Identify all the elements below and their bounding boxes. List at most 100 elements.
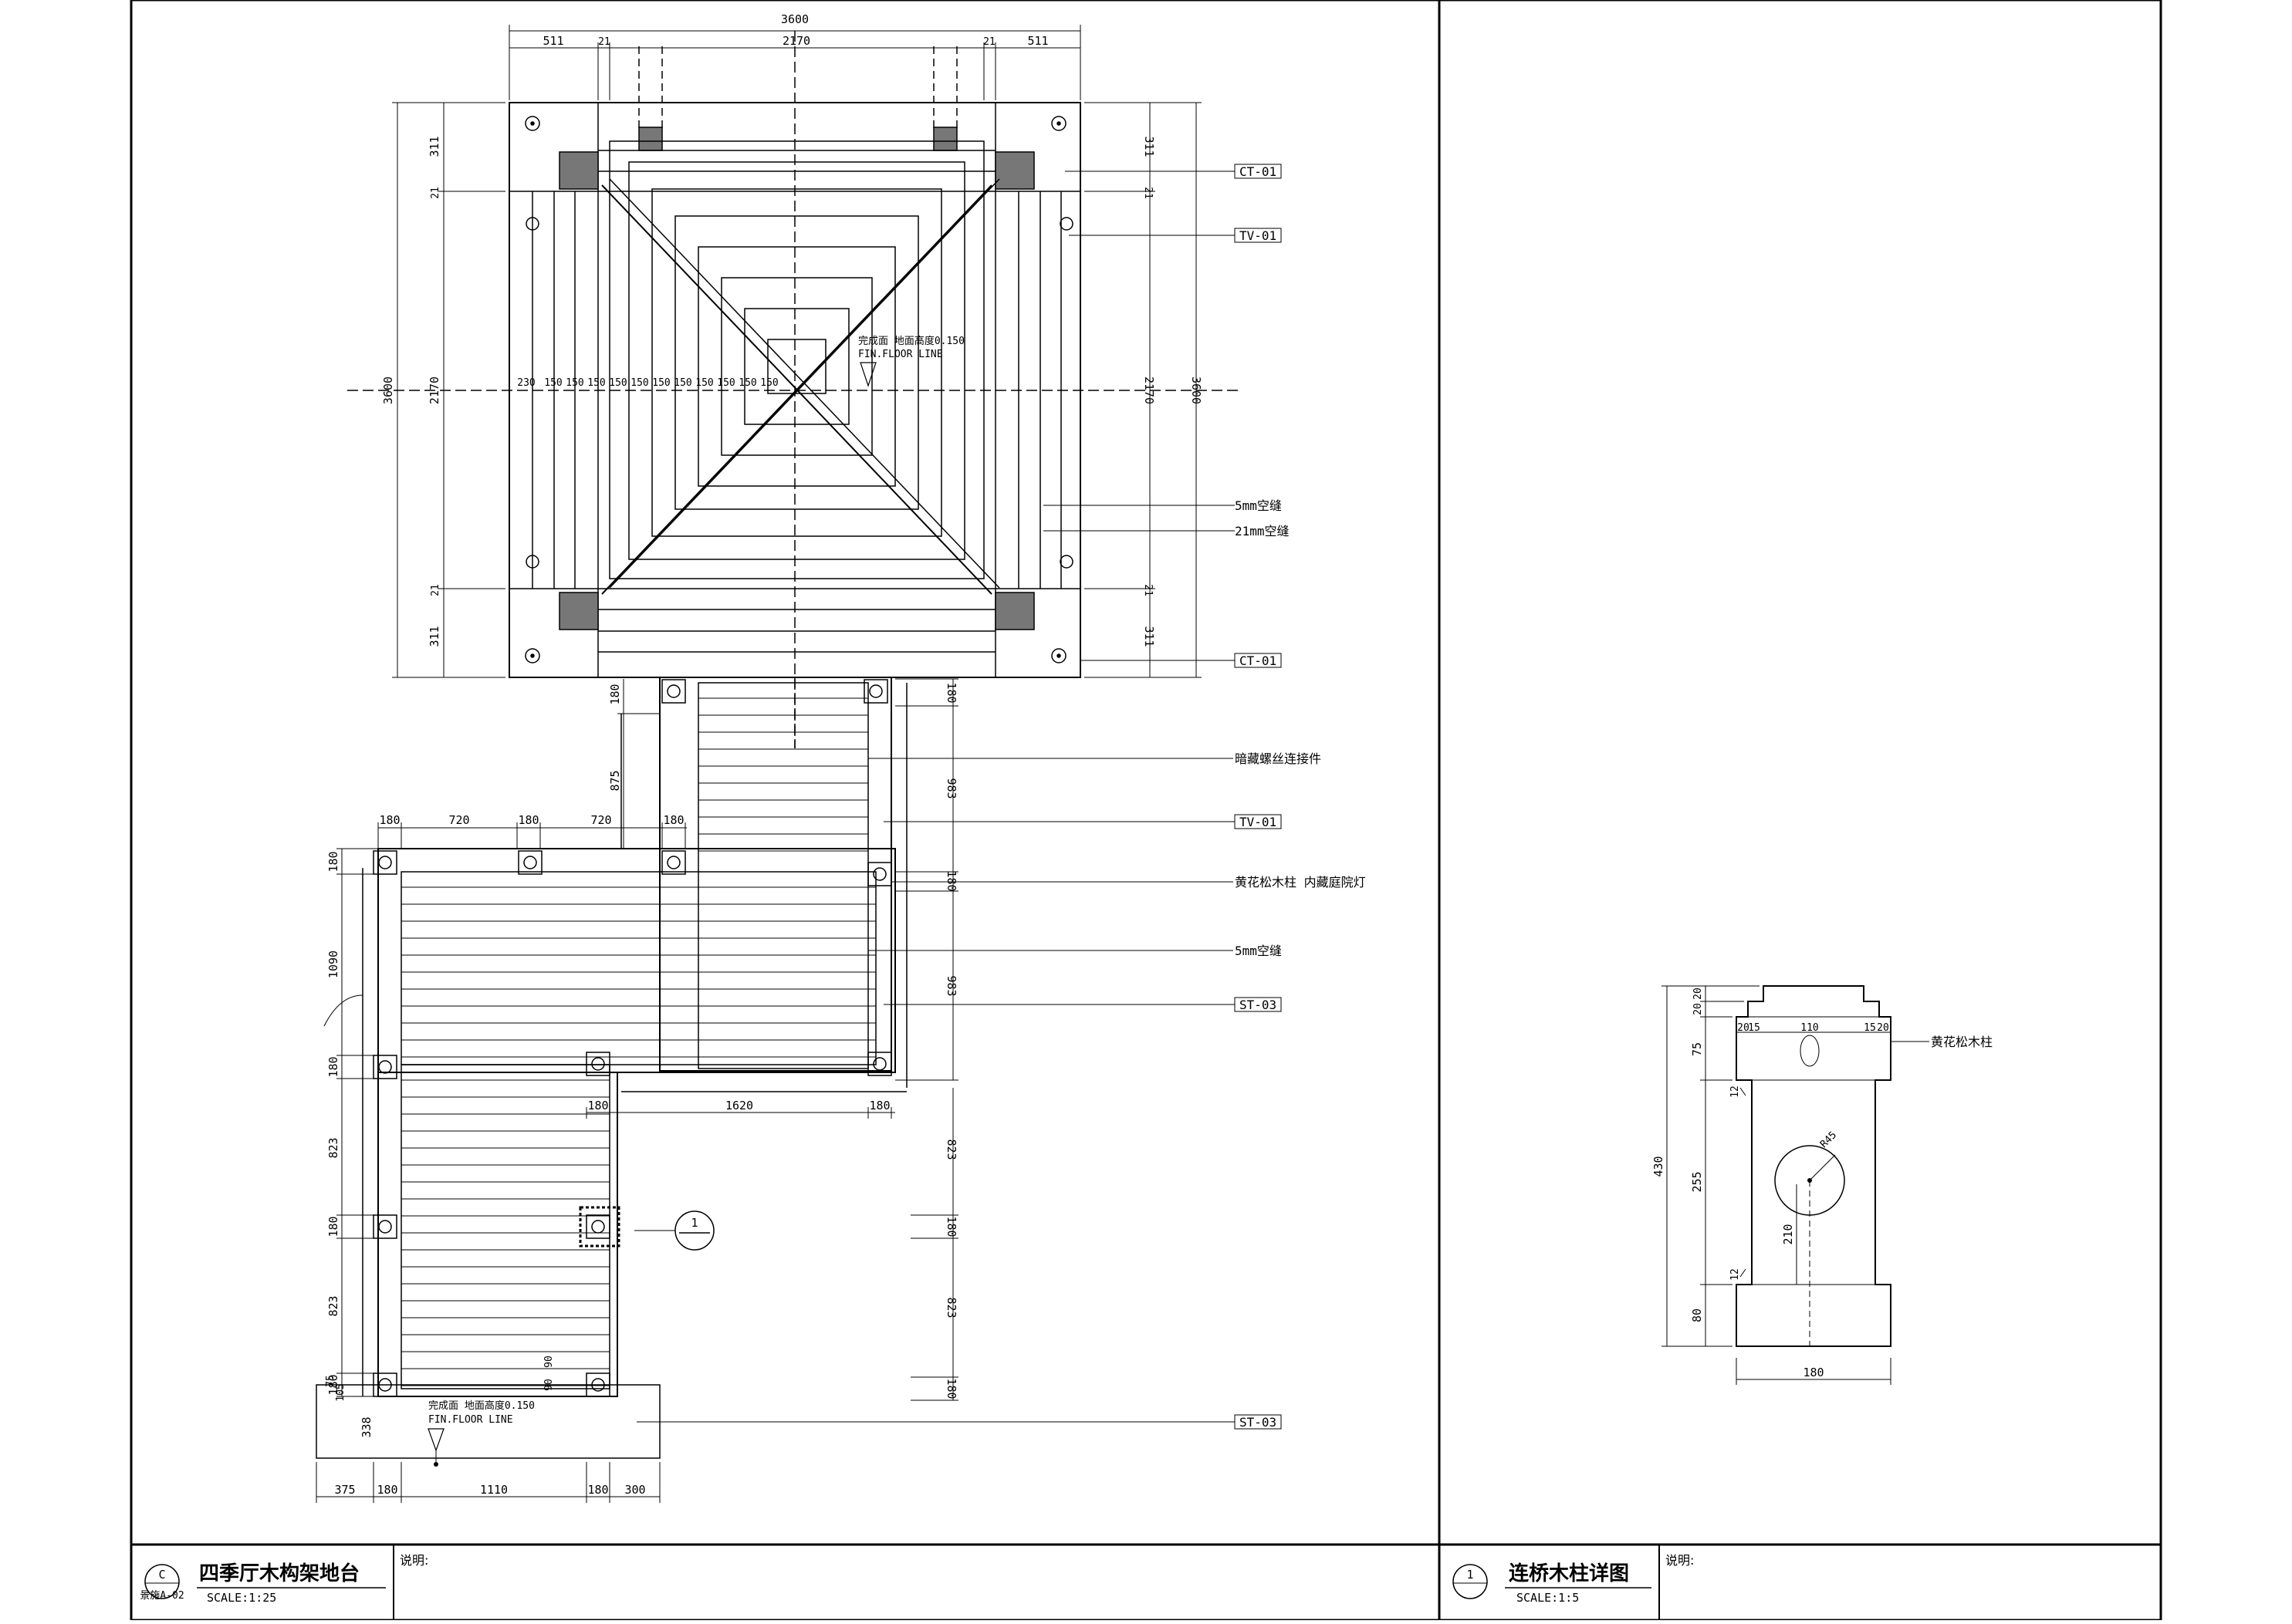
detail-width-dim: 180 [1803,1366,1824,1379]
board-dim-2: 150 [544,377,562,389]
callout-ct01-top: CT-01 [1239,164,1276,179]
left-dim-2: 21 [430,187,441,199]
left-dim-5: 311 [428,626,441,647]
top-dim-2: 21 [598,36,610,48]
detail-left-dim-2: 20 [1692,1003,1704,1015]
title-left-scale: SCALE:1:25 [207,1591,276,1605]
top-total-dim: 3600 [781,12,809,26]
top-dim-1: 511 [543,34,563,48]
callout-gap-21mm: 21mm空缝 [1235,524,1290,539]
inner-dim-2: 1620 [725,1099,753,1112]
walk-left-dim-7: 180 [326,1374,340,1395]
detail-left-dim-3: 75 [1690,1042,1704,1056]
title-left-text: 四季厅木构架地台 [199,1562,360,1585]
walk-left-dim-3: 180 [326,1056,340,1077]
main-deck-boards [401,886,876,1386]
column-detail-dimension-lines [1662,985,1929,1385]
detail-small-dim-2: 12 [1729,1268,1741,1281]
board-dim-7: 150 [652,377,670,389]
callout-hidden-connector: 暗藏螺丝连接件 [1235,751,1321,766]
right-dim-1: 311 [1142,136,1156,157]
right-dim-2: 21 [1142,187,1154,199]
bottom-dim-2: 180 [377,1483,397,1497]
left-dim-4: 21 [430,584,441,596]
detail-small-dim-1: 12 [1729,1085,1741,1098]
walk-left-dim-5: 180 [326,1216,340,1237]
bridge-deck-boards [698,697,868,852]
callout-ct01-bottom: CT-01 [1239,653,1276,668]
left-dim-3: 2170 [428,376,441,404]
pavilion-callouts [1043,164,1282,668]
top-dim-5: 511 [1027,34,1048,48]
detail-material-label: 黄花松木柱 [1931,1035,1993,1049]
detail-total-height: 430 [1651,1156,1665,1177]
title-right-marker-number: 1 [1466,1568,1473,1582]
board-dim-4: 150 [587,377,605,389]
bottom-left-dim-3: 338 [360,1416,374,1437]
bridge-walkway [316,677,908,1459]
column-detail-text: 20 15 110 15 20 20 20 75 255 80 430 210 … [1651,988,1993,1379]
inner-dim-1: 180 [587,1099,608,1112]
bridge-right-dim-3: 180 [945,870,958,891]
board-dim-5: 150 [609,377,627,389]
bridge-right-lower-dim-3: 823 [945,1297,958,1318]
detail-left-dim-5: 80 [1690,1308,1704,1322]
left-dim-1: 311 [428,136,441,157]
right-total-dim: 3600 [1189,376,1203,404]
title-left-notes-label: 说明: [400,1553,428,1568]
bridge-right-lower-dim-2: 180 [945,1216,958,1237]
bridge-floor-level: 完成面 地面高度0.150 [428,1399,535,1412]
right-dim-4: 21 [1142,584,1154,596]
title-block-right: 1 连桥木柱详图 SCALE:1:5 说明: [1452,1553,1694,1605]
board-dim-9: 150 [695,377,713,389]
board-dim-10: 150 [717,377,735,389]
bottom-left-dim-2: 105 [335,1383,347,1401]
detail-top-dim-3: 110 [1800,1022,1818,1034]
detail-mid-dim: 210 [1781,1224,1795,1244]
detail-top-dim-4: 15 [1864,1022,1876,1034]
board-dim-8: 150 [674,377,691,389]
walk-top-dim-4: 720 [590,813,611,827]
bridge-floor-line: FIN.FLOOR LINE [428,1414,513,1426]
top-dim-4: 21 [983,36,996,48]
bridge-right-dim-2: 983 [945,778,958,798]
detail-left-dim-4: 255 [1690,1171,1704,1192]
title-right-scale: SCALE:1:5 [1516,1591,1579,1605]
section-marker-number: 1 [691,1216,698,1230]
bottom-dim-5: 300 [624,1483,645,1497]
inner-dim-3: 180 [869,1099,890,1112]
detail-top-dim-1: 20 [1737,1022,1749,1034]
bridge-right-lower-dim-4: 180 [945,1378,958,1399]
board-dim-11: 150 [739,377,756,389]
walk-top-dim-5: 180 [663,813,684,827]
callout-st03-mid: ST-03 [1239,998,1276,1012]
detail-left-dim-1: 20 [1692,988,1704,1000]
left-total-dim: 3600 [381,376,395,404]
title-left-marker-letter: C [158,1568,165,1582]
title-right-text: 连桥木柱详图 [1509,1562,1629,1585]
walk-left-dim-4: 823 [326,1137,340,1158]
walk-top-dim-3: 180 [518,813,539,827]
pavilion-level-triangle [860,362,877,387]
pavilion-platform [347,31,1242,748]
bridge-right-lower-dim-1: 823 [945,1139,958,1160]
callout-st03-bottom: ST-03 [1239,1415,1276,1430]
bottom-dim-3: 1110 [480,1483,508,1497]
callout-tv01-mid: TV-01 [1239,815,1276,829]
pavilion-dimension-text: 3600 511 21 2170 21 511 3600 311 21 2170… [381,12,1203,647]
walk-top-dim-1: 180 [379,813,400,827]
column-detail [1736,985,1891,1347]
bottom-left-dim-1: 75 [325,1375,336,1387]
bridge-left-dim: 875 [608,770,622,791]
top-dim-3: 2170 [783,34,810,48]
bridge-level-dot [434,1462,438,1467]
sheet-frame [130,0,2162,1622]
bridge-dimension-text: 180 983 180 983 823 180 823 180 875 180 … [325,682,958,1497]
pavilion-floor-line: FIN.FLOOR LINE [858,349,943,360]
bridge-right-dim-4: 983 [945,975,958,996]
callout-gap-5mm-b: 5mm空缝 [1235,944,1282,958]
walk-left-dim-1: 180 [326,851,340,872]
detail-top-dim-5: 20 [1877,1022,1889,1034]
detail-top-dim-2: 15 [1748,1022,1760,1034]
